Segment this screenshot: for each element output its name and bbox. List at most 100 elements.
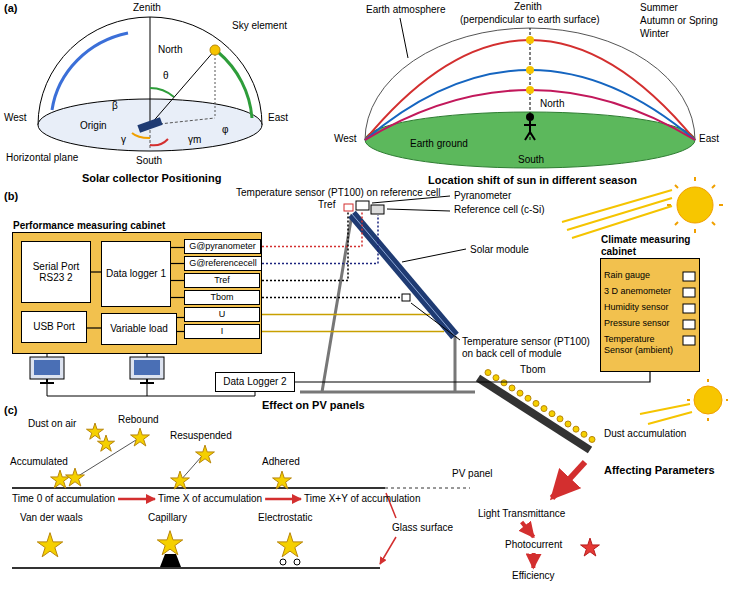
cabinet-box: Serial Port RS23 2USB PortData logger 1V… — [12, 232, 262, 354]
particle-path — [180, 456, 202, 481]
box-label: G@referencecell — [187, 258, 259, 268]
sensor-box — [683, 272, 695, 281]
projection-line — [150, 118, 215, 125]
leader-line — [400, 18, 408, 58]
effect-arrow — [522, 522, 534, 537]
dust-particle — [509, 385, 515, 391]
dust-particle — [501, 380, 507, 386]
caption: Solar collector Positioning — [82, 172, 221, 185]
glass-surface — [12, 567, 380, 569]
label: Temperature sensor (PT100) on back cell … — [462, 336, 597, 360]
signal-box: G@pyranometer — [184, 239, 261, 254]
elevation-arc — [218, 52, 252, 118]
label: South — [518, 154, 544, 166]
temperature-sensor — [402, 294, 410, 301]
label: Reference cell (c-Si) — [454, 204, 545, 216]
label: Photocurrent — [505, 539, 562, 551]
person-figure — [526, 113, 534, 121]
label: Time X of accumulation — [158, 493, 262, 505]
signal-box: Tbom — [184, 290, 260, 305]
port-box: USB Port — [21, 311, 87, 343]
label: Tbom — [520, 364, 546, 376]
dust-particle — [557, 416, 563, 422]
leader-line — [372, 196, 466, 340]
sun-rays — [687, 379, 728, 421]
sensor-box — [683, 336, 695, 345]
label: Earth atmosphere — [366, 4, 446, 16]
charge-symbol — [294, 559, 300, 565]
caption: (a) — [4, 2, 17, 15]
sun-dot — [526, 36, 534, 44]
label: Temperature sensor (PT100) on reference … — [236, 187, 441, 199]
logger-box: Data logger 1 — [101, 241, 171, 307]
label: φ — [222, 124, 228, 136]
connector — [171, 280, 184, 281]
connector — [177, 317, 184, 318]
label: West — [334, 133, 357, 145]
connector — [91, 271, 101, 272]
label: Accumulated — [10, 456, 68, 468]
signal-box: Tref — [184, 273, 260, 288]
effect-arrow — [531, 553, 535, 568]
sensor-box — [683, 320, 695, 329]
label: Time X+Y of accumulation — [304, 493, 420, 505]
zenith-line — [530, 28, 531, 140]
label: Time 0 of accumulation — [12, 493, 115, 505]
light-rays — [640, 404, 692, 424]
label: Summer — [640, 2, 678, 14]
time-arrow — [265, 498, 301, 501]
label: Dust on air — [28, 418, 76, 430]
signal-box: I — [184, 324, 260, 339]
angle-arc — [132, 133, 150, 138]
sun — [694, 386, 722, 414]
connector — [87, 327, 101, 328]
dust-particle — [589, 436, 595, 442]
label: Horizontal plane — [6, 152, 78, 164]
logger-box: Data Logger 2 — [215, 372, 295, 392]
signal-box: G@referencecell — [184, 256, 262, 271]
label: East — [268, 112, 288, 124]
label: PV panel — [452, 468, 493, 480]
dust-particle — [525, 395, 531, 401]
connector — [171, 263, 184, 264]
box-label: G@pyranometer — [187, 241, 258, 251]
label: East — [699, 133, 719, 145]
label: West — [4, 112, 27, 124]
winter-path — [365, 90, 695, 140]
label: Pressure sensor — [604, 318, 670, 329]
dust-particle — [581, 431, 587, 437]
caption: Affecting Parameters — [604, 464, 715, 477]
projection-line — [215, 50, 216, 118]
light-rays — [562, 190, 672, 238]
dust-particle — [131, 428, 150, 446]
label: Pyranometer — [454, 190, 511, 202]
box-label: Data logger 1 — [104, 268, 168, 280]
temperature-sensor — [344, 204, 353, 211]
sky-dome — [38, 17, 262, 125]
reference-cell — [371, 205, 384, 214]
connector — [171, 247, 184, 248]
label: Winter — [640, 28, 669, 40]
computer-stand — [40, 379, 154, 383]
equinox-path — [365, 70, 695, 140]
dust-particle — [157, 531, 182, 555]
box-heading: Performance measuring cabinet — [13, 220, 165, 232]
sensor-box — [683, 304, 695, 313]
box-label: Variable load — [108, 323, 170, 335]
label: Adhered — [262, 456, 300, 468]
sun — [677, 187, 713, 223]
dust-particle — [549, 411, 555, 417]
label: North — [540, 98, 564, 110]
dust-particle — [581, 538, 600, 556]
atmosphere-dome — [365, 28, 695, 140]
sun-rays — [667, 177, 723, 233]
module-stand — [300, 214, 475, 392]
box-heading: Climate measuring cabinet — [601, 234, 699, 257]
horizontal-plane — [38, 99, 262, 151]
signal-wire — [262, 297, 402, 299]
box-label: Data Logger 2 — [221, 376, 288, 388]
dust-particle — [565, 421, 571, 427]
summer-path — [365, 40, 695, 140]
sun-dot — [526, 66, 534, 74]
sun-ray — [150, 50, 215, 125]
